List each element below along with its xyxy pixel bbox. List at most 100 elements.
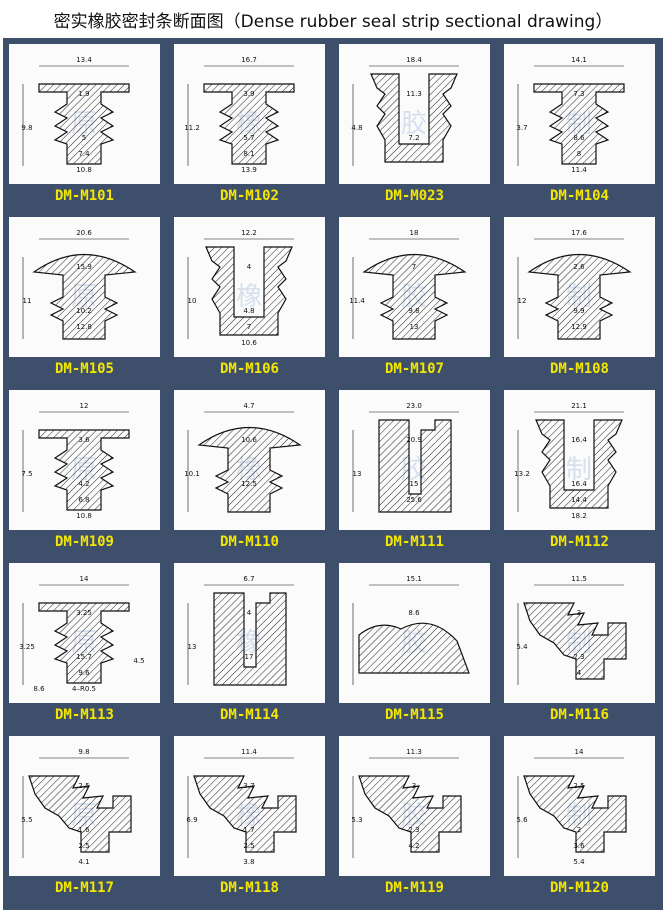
product-code: DM-M106 xyxy=(219,361,279,377)
dimension-label: 9.8 xyxy=(78,748,89,756)
product-card: 原9.82.55.51.62.54.1DM-M117 xyxy=(7,734,162,897)
profile-shape xyxy=(535,419,623,509)
section-drawing: 胶18711.49.813 xyxy=(339,217,490,357)
dimension-label: 6.7 xyxy=(243,575,254,583)
watermark-text: 胶 xyxy=(401,109,427,139)
dimension-label: 7 xyxy=(247,323,251,331)
dimension-label: 11 xyxy=(23,297,32,305)
dimension-label: 10 xyxy=(188,297,197,305)
profile-shape xyxy=(205,246,293,336)
profile-svg: 制11.535.42.34 xyxy=(516,575,627,685)
dimension-label: 3.8 xyxy=(243,858,254,866)
dimension-label: 10.8 xyxy=(76,512,92,520)
dimension-label: 15 xyxy=(410,480,419,488)
dimension-label: 5.4 xyxy=(573,858,585,866)
product-code: DM-M111 xyxy=(384,534,444,550)
dimension-label: 13 xyxy=(353,470,362,478)
profile-svg: 橡11.43.76.91.72.53.8 xyxy=(186,748,297,866)
dimension-label: 4.2 xyxy=(78,480,89,488)
dimension-label: 8.6 xyxy=(408,609,420,617)
dimension-label: 20.9 xyxy=(406,436,422,444)
dimension-label: 12.8 xyxy=(76,323,92,331)
product-code: DM-M118 xyxy=(219,880,279,896)
profile-svg: 胶18.411.34.87.2 xyxy=(351,56,459,166)
dimension-label: 1.9 xyxy=(78,90,89,98)
dimension-label: 2 xyxy=(577,826,581,834)
dimension-label: 11.3 xyxy=(406,748,422,756)
dimension-label: 16.7 xyxy=(241,56,257,64)
dimension-label: 18.4 xyxy=(406,56,422,64)
profile-shape xyxy=(523,775,627,853)
section-drawing: 橡16.73.911.25.78.113.9 xyxy=(174,44,325,184)
dimension-label: 4.8 xyxy=(351,124,362,132)
dimension-label: 4 xyxy=(577,669,582,677)
profile-shape xyxy=(38,429,130,511)
profile-svg: 制21.116.413.216.414.418.2 xyxy=(514,402,624,520)
dimension-label: 4.2 xyxy=(408,842,419,850)
dimension-label: 6.8 xyxy=(78,496,89,504)
product-code: DM-M114 xyxy=(219,707,279,723)
dimension-label: 11.4 xyxy=(571,166,587,174)
dimension-label: 12.9 xyxy=(571,323,587,331)
profile-svg: 制142.55.623.65.4 xyxy=(516,748,627,866)
dimension-label: 13.9 xyxy=(241,166,257,174)
dimension-label: 25.6 xyxy=(406,496,422,504)
dimension-label: 23.0 xyxy=(406,402,422,410)
dimension-label: 7.4 xyxy=(78,150,90,158)
profile-svg: 胶15.18.6 xyxy=(352,575,470,685)
dimension-label: 5.3 xyxy=(351,816,362,824)
dimension-label: 10.2 xyxy=(76,307,92,315)
profile-shape xyxy=(358,775,462,853)
dimension-label: 14 xyxy=(80,575,89,583)
section-drawing: 橡4.710.610.112.5 xyxy=(174,390,325,530)
dimension-label: 14.1 xyxy=(571,56,587,64)
dimension-label: 10.6 xyxy=(241,436,257,444)
dimension-label: 4–R0.5 xyxy=(72,685,96,693)
dimension-label: 11.4 xyxy=(349,297,365,305)
dimension-label: 7.2 xyxy=(408,134,419,142)
profile-svg: 原9.82.55.51.62.54.1 xyxy=(21,748,132,866)
section-drawing: 原123.67.54.26.810.8 xyxy=(9,390,160,530)
profile-shape xyxy=(38,602,130,684)
dimension-label: 17.6 xyxy=(571,229,587,237)
product-code: DM-M113 xyxy=(54,707,114,723)
page-title: 密实橡胶密封条断面图（Dense rubber seal strip secti… xyxy=(53,11,613,32)
dimension-label: 18 xyxy=(410,229,419,237)
profile-shape xyxy=(527,254,632,340)
dimension-label: 9.6 xyxy=(78,669,90,677)
dimension-label: 4.1 xyxy=(78,858,89,866)
dimension-label: 2.6 xyxy=(573,263,585,271)
product-code: DM-M105 xyxy=(54,361,114,377)
dimension-label: 10.1 xyxy=(184,470,200,478)
dimension-label: 8 xyxy=(577,150,581,158)
dimension-label: 1.7 xyxy=(243,826,254,834)
product-card: 胶11.335.32.34.2DM-M119 xyxy=(337,734,492,897)
product-card: 橡16.73.911.25.78.113.9DM-M102 xyxy=(172,42,327,205)
product-code: DM-M112 xyxy=(549,534,609,550)
profile-svg: 胶18711.49.813 xyxy=(349,229,467,340)
dimension-label: 4 xyxy=(247,609,252,617)
section-drawing: 胶11.335.32.34.2 xyxy=(339,736,490,876)
product-card: 橡4.710.610.112.5DM-M110 xyxy=(172,388,327,551)
dimension-label: 11.5 xyxy=(571,575,587,583)
product-code: DM-M120 xyxy=(549,880,609,896)
product-code: DM-M107 xyxy=(384,361,444,377)
profile-shape xyxy=(362,254,467,340)
dimension-label: 13.4 xyxy=(76,56,92,64)
dimension-label: 5 xyxy=(82,134,86,142)
dimension-label: 13.2 xyxy=(514,470,530,478)
product-code: DM-M101 xyxy=(54,188,114,204)
